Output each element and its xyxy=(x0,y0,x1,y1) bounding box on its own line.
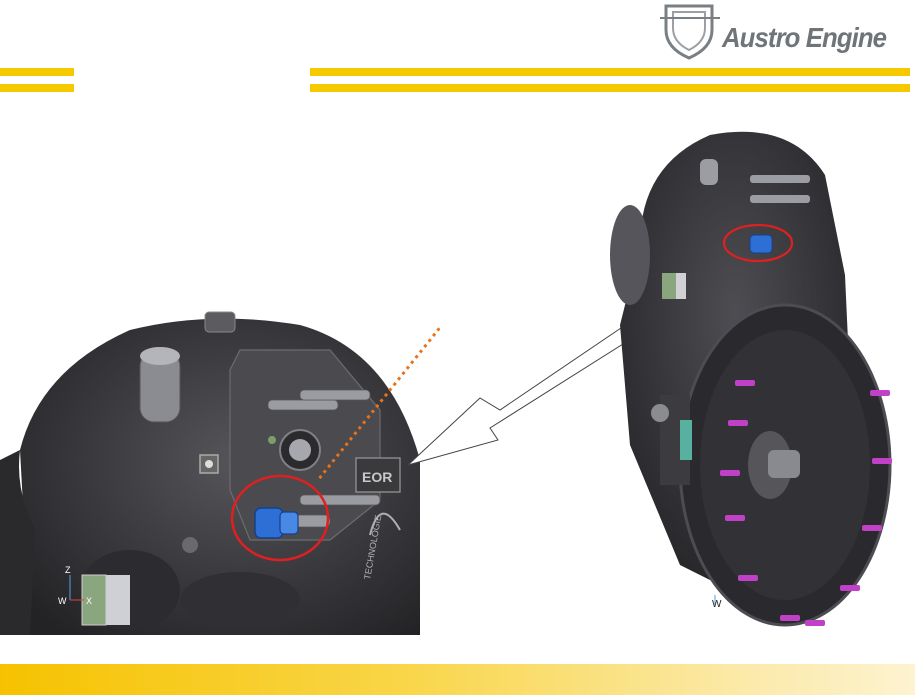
flange-bolts xyxy=(720,380,892,626)
shield-icon xyxy=(660,4,720,60)
blue-connector xyxy=(254,507,299,539)
axis-label-w-right: W xyxy=(712,599,722,610)
highlight-circle xyxy=(230,474,330,562)
callout-arrow xyxy=(407,287,681,466)
axis-label-z: Z xyxy=(65,565,71,575)
header-rule-left-top xyxy=(0,68,74,76)
logo-text: Austro Engine xyxy=(722,22,887,53)
header-rule-left-bottom xyxy=(0,84,74,92)
engine-closeup-render: EOR TECHNOLOGIE Z W X xyxy=(0,290,440,635)
header-rule-right-top xyxy=(310,68,910,76)
axis-label-x: X xyxy=(86,596,92,606)
engine-full-render: W xyxy=(610,131,892,627)
axis-label-w: W xyxy=(58,596,67,606)
highlight-circle-small xyxy=(722,223,794,263)
footer-bar xyxy=(0,664,915,695)
leader-line xyxy=(316,325,440,481)
axis-triad: Z W X xyxy=(58,565,92,606)
plate-text-eor: EOR xyxy=(362,469,392,485)
header-rule-right-bottom xyxy=(310,84,910,92)
